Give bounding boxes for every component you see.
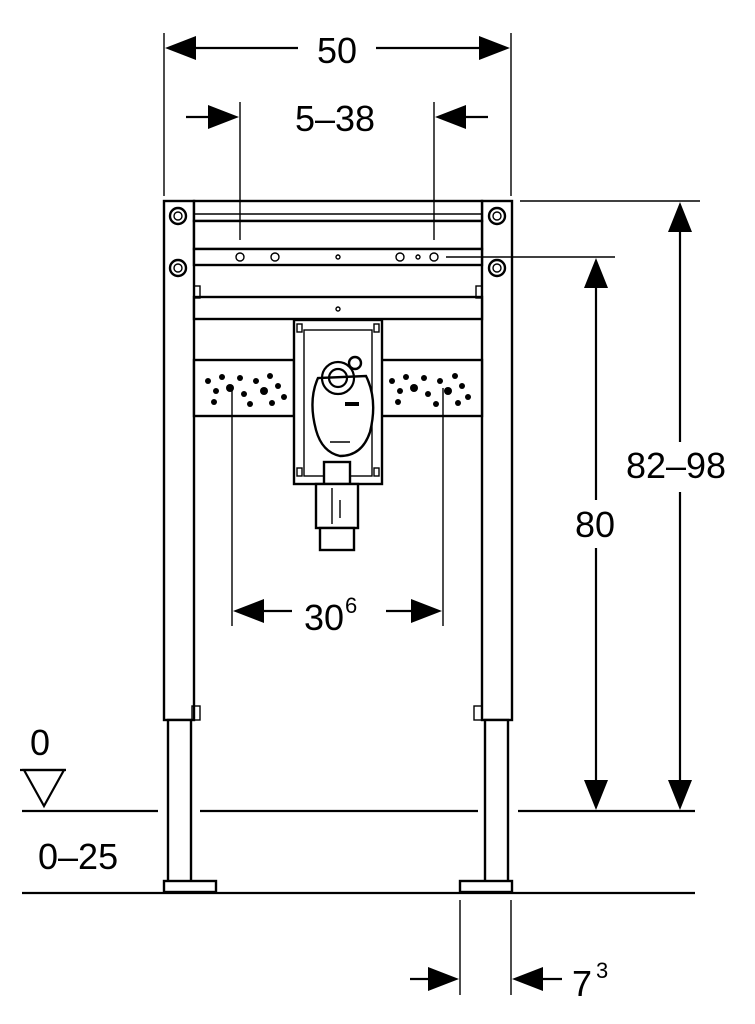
label-total-width: 50 [317,30,357,71]
dim-height-range [520,200,700,810]
drain-elbow [311,374,375,458]
bracket-rail [192,219,484,251]
bracket-holes [235,252,439,262]
frame-bolts [168,206,507,278]
label-floor-level: 0 [30,722,50,763]
label-fixing-spacing-sup: 6 [345,593,357,618]
label-height-fixed: 80 [575,504,615,545]
right-upright [480,199,514,722]
left-leg [166,718,193,887]
label-foot-offset: 7 [572,963,592,1004]
perforation-pattern [205,373,471,407]
label-fixing-spacing: 30 [304,597,344,638]
right-fixing-rail [378,358,484,418]
dim-foot-offset [410,900,562,995]
label-bracket-width: 5–38 [295,98,375,139]
right-foot [458,879,514,894]
label-foot-offset-sup: 3 [596,958,608,983]
label-height-range: 82–98 [626,445,726,486]
dim-height-fixed [446,256,615,810]
drain-outlet [322,460,352,486]
floor-level-triangle-icon [20,768,66,809]
top-rail [192,199,484,223]
label-leg-extension: 0–25 [38,836,118,877]
middle-rail [192,295,484,321]
dim-total-width [163,33,512,196]
dim-fixing-spacing [231,388,444,626]
left-upright [162,199,196,722]
right-leg [483,718,510,887]
installation-frame [162,199,514,894]
bracket-strip [192,247,484,267]
dim-bracket-width [186,102,488,240]
left-foot [162,879,218,894]
